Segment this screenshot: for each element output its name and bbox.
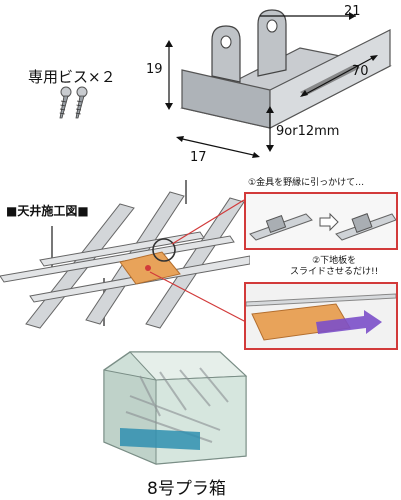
step2-inset [244,282,398,350]
dimension-depth: 17 [190,150,207,165]
screws-illustration [59,86,88,119]
package-label [120,428,200,450]
dimension-height: 19 [146,62,163,77]
step2-text: ②下地板を スライドさせるだけ!! [290,256,378,278]
screws-label: 専用ビス×２ [28,68,116,86]
next-arrow-icon [319,212,339,232]
slide-arrow-icon [316,310,382,334]
dimension-width: 21 [344,4,361,19]
step1-inset [244,192,398,250]
screw-icon [59,86,72,119]
ceiling-diagram-title: ■天井施工図■ [6,204,89,218]
ceiling-grid-illustration [0,180,250,329]
package-box-illustration [103,351,248,465]
package-caption: 8号プラ箱 [147,479,226,499]
step2-line1: ②下地板を [312,256,357,266]
dimension-length: 70 [352,64,369,79]
bracket-location-marker [145,265,151,271]
bracket-illustration [165,9,392,158]
screw-icon [75,86,88,119]
step1-text: ①金具を野縁に引っかけて… [248,178,365,188]
step2-line2: スライドさせるだけ!! [290,267,379,277]
callout-circle [152,238,176,262]
dimension-size-option: 9or12mm [276,124,340,139]
